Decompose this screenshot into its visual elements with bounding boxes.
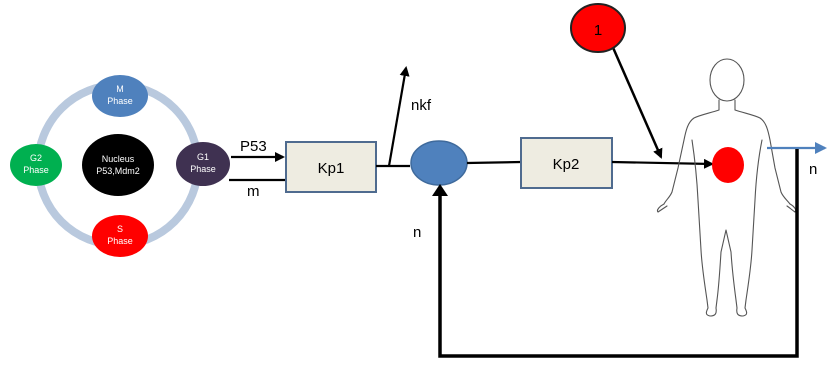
m-phase-node: M Phase — [92, 75, 148, 117]
human-body-icon — [656, 58, 797, 317]
s-phase-circle — [92, 215, 148, 257]
g1-phase-circle — [176, 142, 230, 186]
nkf-arrow — [387, 66, 410, 167]
kp2-to-tumor-arrow — [611, 158, 714, 169]
g2-phase-circle — [10, 144, 62, 186]
m-phase-label-line1: M — [116, 84, 124, 94]
s-phase-node: S Phase — [92, 215, 148, 257]
s-phase-label-line1: S — [117, 224, 123, 234]
g1-phase-label-line2: Phase — [190, 164, 216, 174]
s-phase-label-line2: Phase — [107, 236, 133, 246]
junction-to-kp2-line — [466, 160, 522, 165]
p53-label: P53 — [240, 138, 267, 155]
disturbance-node: 1 — [570, 3, 626, 53]
m-label: m — [247, 183, 260, 200]
feedback-loop-line — [438, 149, 799, 358]
disturbance-circle — [570, 3, 626, 53]
disturbance-label: 1 — [594, 22, 602, 39]
nucleus-label-line2: P53,Mdm2 — [96, 166, 140, 176]
kp1-label: Kp1 — [318, 160, 345, 177]
g2-phase-node: G2 Phase — [10, 144, 62, 186]
kp1-block: Kp1 — [285, 141, 377, 193]
nucleus-node: Nucleus P53,Mdm2 — [82, 134, 154, 196]
g2-phase-label-line1: G2 — [30, 153, 42, 163]
disturbance-arrow — [609, 42, 663, 159]
m-phase-label-line2: Phase — [107, 96, 133, 106]
feedback-n-label: n — [413, 224, 421, 241]
feedback-arrowhead — [432, 184, 448, 196]
tumor-icon — [712, 147, 744, 183]
output-n-label: n — [809, 161, 817, 178]
nucleus-circle — [82, 134, 154, 196]
g2-phase-label-line2: Phase — [23, 165, 49, 175]
kp2-label: Kp2 — [553, 156, 580, 173]
nucleus-label-line1: Nucleus — [102, 154, 135, 164]
g1-phase-node: G1 Phase — [176, 142, 230, 186]
nkf-label: nkf — [411, 97, 432, 114]
summing-junction — [410, 140, 468, 186]
m-phase-circle — [92, 75, 148, 117]
kp2-block: Kp2 — [520, 137, 613, 189]
g1-phase-label-line1: G1 — [197, 152, 209, 162]
kp2-box — [520, 137, 613, 189]
